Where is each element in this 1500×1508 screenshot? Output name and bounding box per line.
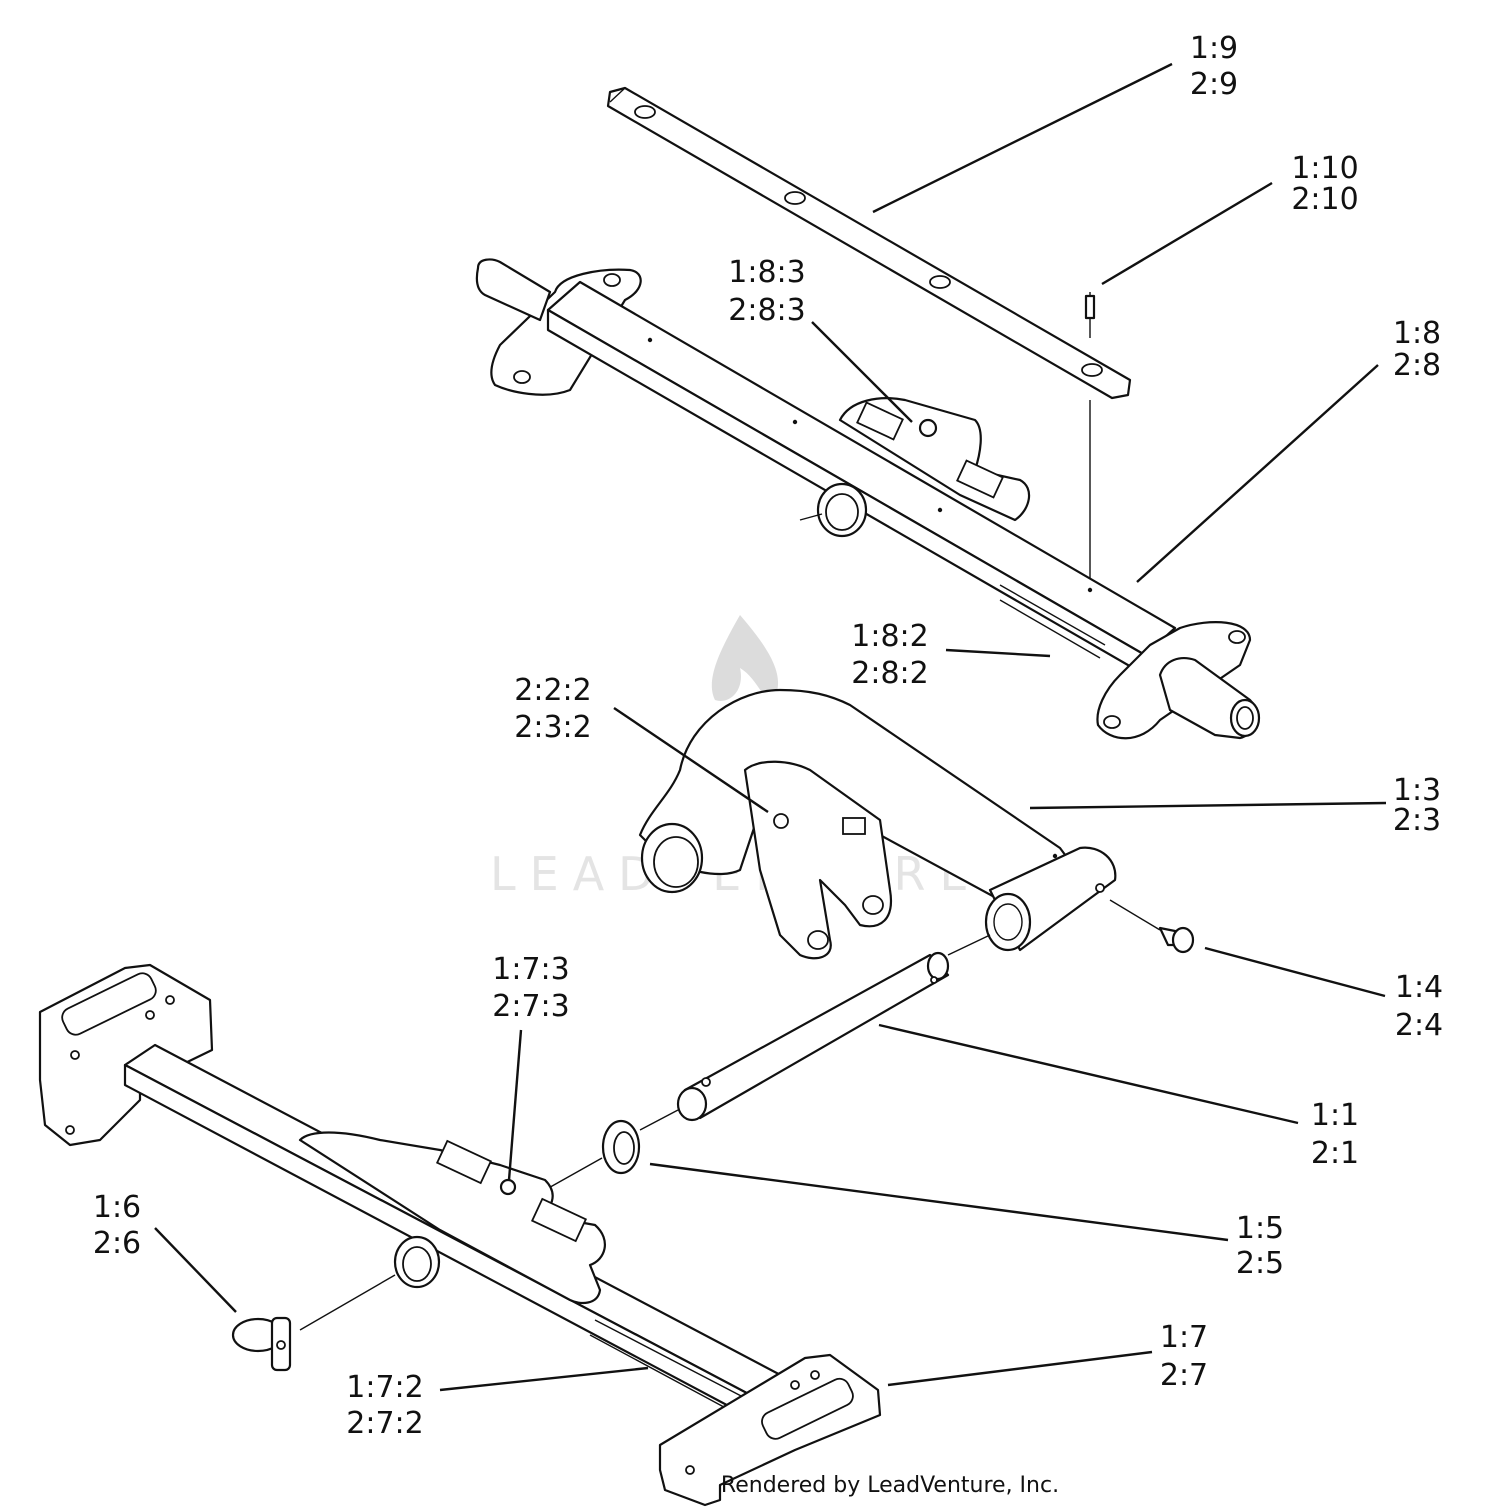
callout-7-3-line1: 1:7:3 [492, 952, 569, 987]
callout-6-line1: 1:6 [93, 1190, 141, 1225]
callout-8-3-line1: 1:8:3 [728, 255, 805, 290]
callout-3-line1: 1:3 [1393, 773, 1441, 808]
leader-10 [1101, 181, 1273, 286]
leader-7 [887, 1350, 1153, 1387]
callout-10-line1: 1:10 [1291, 151, 1358, 186]
callout-2-2-line2: 2:3:2 [514, 710, 591, 745]
callout-7-3-line2: 2:7:3 [492, 989, 569, 1024]
callout-8-2-line1: 1:8:2 [851, 619, 928, 654]
leader-6 [154, 1227, 237, 1313]
callout-8-3-line2: 2:8:3 [728, 293, 805, 328]
strap-plate [606, 86, 1132, 400]
leader-lines [154, 62, 1387, 1392]
callout-4-line2: 2:4 [1395, 1008, 1443, 1043]
callout-1-line2: 2:1 [1311, 1136, 1359, 1171]
callout-labels: 1:9 2:9 1:10 2:10 1:8:3 2:8:3 1:8 2:8 1:… [93, 31, 1443, 1441]
callout-8-line2: 2:8 [1393, 348, 1441, 383]
callout-3-line2: 2:3 [1393, 803, 1441, 838]
callout-2-2-line1: 2:2:2 [514, 673, 591, 708]
callout-9-line2: 2:9 [1190, 67, 1238, 102]
upper-axle-assembly [475, 258, 1261, 740]
callout-9-line1: 1:9 [1190, 31, 1238, 66]
leader-4 [1204, 946, 1386, 998]
leader-8-3 [811, 321, 913, 423]
leader-5 [649, 1162, 1229, 1242]
small-pin [1084, 292, 1096, 585]
leader-1 [878, 1023, 1299, 1125]
footer-credit: Rendered by LeadVenture, Inc. [721, 1473, 1059, 1498]
callout-1-line1: 1:1 [1311, 1098, 1359, 1133]
leader-3 [1029, 801, 1387, 810]
callout-7-2-line2: 2:7:2 [346, 1406, 423, 1441]
leader-2-2 [613, 707, 769, 813]
callout-5-line1: 1:5 [1236, 1211, 1284, 1246]
washer [544, 1119, 641, 1191]
lower-axle-assembly [38, 963, 882, 1507]
callout-7-2-line1: 1:7:2 [346, 1370, 423, 1405]
leader-8-2 [945, 648, 1051, 658]
pivot-pin [639, 934, 991, 1131]
bolt [1158, 926, 1195, 954]
leader-9 [872, 62, 1173, 214]
callout-8-2-line2: 2:8:2 [851, 656, 928, 691]
leader-7-3 [507, 1029, 523, 1181]
lynch-pin [231, 1274, 396, 1372]
callout-7-line2: 2:7 [1160, 1358, 1208, 1393]
callout-10-line2: 2:10 [1291, 182, 1358, 217]
leader-8 [1136, 364, 1379, 583]
callout-8-line1: 1:8 [1393, 316, 1441, 351]
leader-7-2 [439, 1366, 649, 1392]
center-pivot-bracket [638, 688, 1161, 960]
callout-7-line1: 1:7 [1160, 1320, 1208, 1355]
callout-4-line1: 1:4 [1395, 970, 1443, 1005]
callout-6-line2: 2:6 [93, 1226, 141, 1261]
callout-5-line2: 2:5 [1236, 1246, 1284, 1281]
